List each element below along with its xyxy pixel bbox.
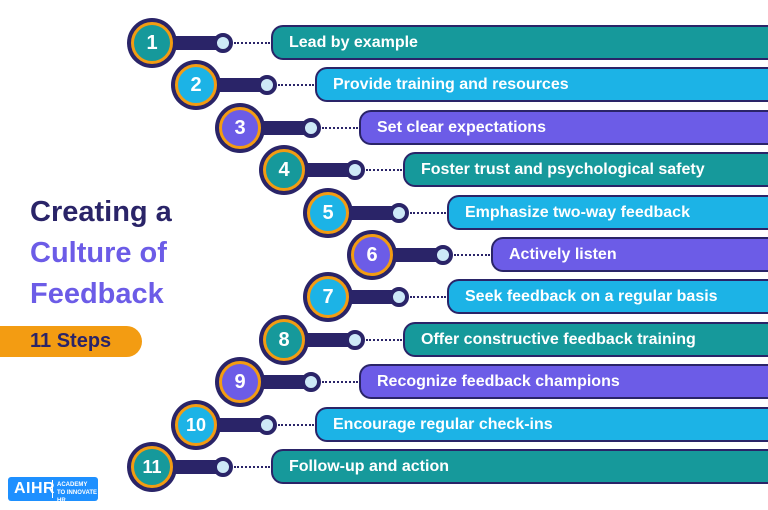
connector-dot bbox=[257, 414, 277, 435]
dotted-line bbox=[322, 381, 358, 384]
step-row: 11 Follow-up and action bbox=[0, 446, 768, 488]
step-label: Offer constructive feedback training bbox=[421, 330, 696, 348]
step-label-bar: Encourage regular check-ins bbox=[315, 406, 768, 442]
step-label: Seek feedback on a regular basis bbox=[465, 288, 718, 306]
step-label-bar: Lead by example bbox=[271, 25, 768, 60]
dotted-line bbox=[278, 423, 314, 426]
steps-badge: 11 Steps bbox=[0, 326, 142, 357]
dotted-line bbox=[278, 84, 314, 87]
page-title: Creating a Culture of Feedback bbox=[30, 192, 230, 315]
step-number-circle: 2 bbox=[175, 64, 217, 107]
step-label: Encourage regular check-ins bbox=[333, 415, 553, 433]
connector-dot bbox=[345, 160, 365, 181]
step-label: Provide training and resources bbox=[333, 76, 569, 94]
step-label: Foster trust and psychological safety bbox=[421, 161, 705, 179]
step-number-circle: 5 bbox=[307, 191, 349, 234]
step-number: 10 bbox=[185, 414, 207, 435]
step-label: Lead by example bbox=[289, 34, 418, 51]
logo-mark: AIHR bbox=[14, 480, 56, 497]
title-line-1: Creating a bbox=[30, 196, 172, 228]
step-number-circle: 9 bbox=[219, 361, 261, 404]
step-row: 1 Lead by example bbox=[0, 22, 768, 64]
step-number-circle: 8 bbox=[263, 318, 305, 361]
logo-tagline: ACADEMY TO INNOVATE HR bbox=[57, 482, 98, 504]
step-number-circle: 3 bbox=[219, 106, 261, 149]
dotted-line bbox=[234, 466, 270, 468]
step-label-bar: Offer constructive feedback training bbox=[403, 321, 768, 357]
step-label: Follow-up and action bbox=[289, 458, 449, 475]
step-row: 4 Foster trust and psychological safety bbox=[0, 149, 768, 192]
step-number-circle: 4 bbox=[263, 149, 305, 192]
step-number: 5 bbox=[322, 201, 334, 224]
dotted-line bbox=[366, 338, 402, 341]
step-row: 8 Offer constructive feedback training bbox=[0, 318, 768, 361]
step-number: 4 bbox=[278, 159, 290, 182]
step-row: 10 Encourage regular check-ins bbox=[0, 403, 768, 446]
connector-dot bbox=[433, 245, 453, 265]
step-row: 6 Actively listen bbox=[0, 234, 768, 276]
step-number: 6 bbox=[366, 244, 378, 266]
step-row: 2 Provide training and resources bbox=[0, 64, 768, 107]
step-number: 8 bbox=[278, 328, 290, 351]
step-label-bar: Seek feedback on a regular basis bbox=[447, 279, 768, 315]
step-number: 3 bbox=[234, 116, 246, 139]
title-line-2: Culture of bbox=[30, 237, 167, 269]
step-label-bar: Set clear expectations bbox=[359, 109, 768, 145]
step-number-circle: 7 bbox=[307, 276, 349, 319]
connector-dot bbox=[301, 117, 321, 138]
step-number: 1 bbox=[146, 32, 158, 54]
step-number: 11 bbox=[142, 457, 162, 477]
step-row: 9 Recognize feedback champions bbox=[0, 361, 768, 404]
step-label-bar: Emphasize two-way feedback bbox=[447, 194, 768, 230]
title-line-3: Feedback bbox=[30, 278, 164, 310]
dotted-line bbox=[410, 211, 446, 214]
connector-dot bbox=[345, 329, 365, 350]
connector-dot bbox=[389, 202, 409, 223]
connector-dot bbox=[213, 33, 233, 53]
connector-dot bbox=[257, 75, 277, 96]
step-label: Actively listen bbox=[509, 246, 617, 263]
connector-dot bbox=[213, 457, 233, 477]
aihr-logo: AIHR ACADEMY TO INNOVATE HR bbox=[8, 477, 98, 504]
step-row: 5 Emphasize two-way feedback bbox=[0, 191, 768, 234]
step-label: Emphasize two-way feedback bbox=[465, 203, 690, 221]
step-label: Recognize feedback champions bbox=[377, 373, 620, 391]
step-label-bar: Recognize feedback champions bbox=[359, 364, 768, 400]
logo-divider bbox=[52, 480, 53, 498]
step-number-circle: 6 bbox=[351, 234, 393, 276]
step-label: Set clear expectations bbox=[377, 118, 546, 136]
step-number: 7 bbox=[322, 286, 334, 309]
connector-dot bbox=[389, 287, 409, 308]
dotted-line bbox=[454, 254, 490, 256]
step-label-bar: Foster trust and psychological safety bbox=[403, 152, 768, 188]
step-number-circle: 11 bbox=[131, 446, 173, 488]
step-number: 2 bbox=[190, 74, 202, 97]
step-label-bar: Follow-up and action bbox=[271, 449, 768, 484]
connector-dot bbox=[301, 372, 321, 393]
step-number: 9 bbox=[234, 371, 246, 394]
step-label-bar: Provide training and resources bbox=[315, 67, 768, 103]
step-label-bar: Actively listen bbox=[491, 237, 768, 272]
step-row: 7 Seek feedback on a regular basis bbox=[0, 276, 768, 319]
dotted-line bbox=[366, 169, 402, 172]
step-number-circle: 10 bbox=[175, 403, 217, 446]
dotted-line bbox=[322, 126, 358, 129]
dotted-line bbox=[410, 296, 446, 299]
step-row: 3 Set clear expectations bbox=[0, 106, 768, 149]
dotted-line bbox=[234, 42, 270, 44]
step-number-circle: 1 bbox=[131, 22, 173, 64]
